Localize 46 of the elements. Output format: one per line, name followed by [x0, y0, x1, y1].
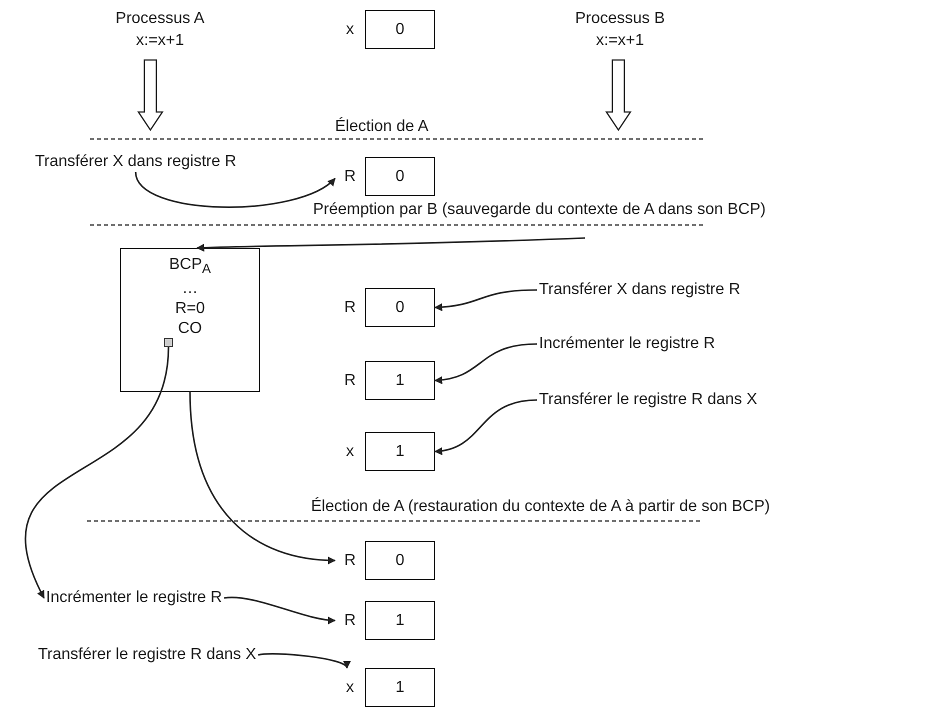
context-block-box — [120, 248, 260, 392]
register-name: R — [343, 166, 357, 186]
step-text: Incrémenter le registre R — [44, 588, 224, 608]
register-box: 0 — [365, 10, 435, 49]
context-line: BCP$_{A}$ — [169, 255, 211, 278]
event-label: Élection de A — [335, 117, 428, 137]
register-box: 0 — [365, 288, 435, 327]
register-name: R — [343, 550, 357, 570]
register-name: R — [343, 370, 357, 390]
event-label: Préemption par B (sauvegarde du contexte de A dans son BCP) — [313, 200, 766, 220]
curved-arrow — [224, 596, 336, 624]
register-name: x — [345, 442, 355, 462]
register-name: x — [345, 678, 355, 698]
register-box: 1 — [365, 361, 435, 400]
step-text: Transférer X dans registre R — [537, 280, 742, 300]
step-text: Transférer X dans registre R — [33, 152, 238, 172]
hollow-arrow — [605, 59, 632, 132]
curved-arrow — [258, 653, 348, 669]
curved-arrow — [189, 392, 336, 564]
process-instruction: x:=x+1 — [136, 31, 184, 51]
process-title: Processus B — [575, 9, 665, 29]
process-instruction: x:=x+1 — [596, 31, 644, 51]
step-text: Transférer le registre R dans X — [537, 390, 760, 410]
square-marker — [164, 338, 173, 347]
register-box: 1 — [365, 432, 435, 471]
curved-arrow — [196, 237, 586, 252]
register-name: x — [345, 20, 355, 40]
curved-arrow — [24, 346, 170, 599]
step-text: Incrémenter le registre R — [537, 334, 718, 354]
process-title: Processus A — [116, 9, 204, 29]
curved-arrow — [434, 399, 538, 455]
curved-arrow — [134, 172, 336, 208]
context-line: … — [182, 279, 198, 300]
curved-arrow — [434, 289, 538, 311]
hollow-arrow — [137, 59, 164, 132]
context-line: R=0 — [175, 299, 205, 320]
step-text: Transférer le registre R dans X — [36, 645, 258, 665]
register-box: 0 — [365, 541, 435, 580]
context-line: CO — [178, 319, 202, 340]
curved-arrow — [434, 343, 538, 384]
register-box: 1 — [365, 601, 435, 640]
register-name: R — [343, 610, 357, 630]
register-box: 0 — [365, 157, 435, 196]
event-label: Élection de A (restauration du contexte de A à partir de son BCP) — [311, 497, 770, 517]
register-box: 1 — [365, 668, 435, 707]
register-name: R — [343, 298, 357, 318]
